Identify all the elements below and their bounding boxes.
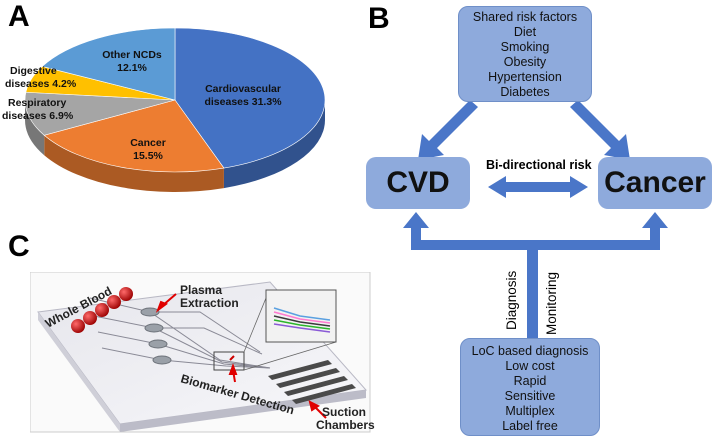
slice-cancer [43, 99, 225, 173]
label-cancer-line1: Cancer [130, 137, 166, 149]
slice-respiratory-side [25, 100, 45, 156]
cancer-box: Cancer [598, 157, 712, 209]
suction-label-line2: Chambers [316, 418, 375, 432]
label-other-line1: Other NCDs [102, 49, 162, 61]
risk-item-smoking: Smoking [500, 40, 550, 54]
cvd-box: CVD [366, 157, 470, 209]
risk-item-diet: Diet [513, 25, 537, 39]
risk-item-diabetes: Diabetes [500, 85, 550, 99]
bidirectional-label: Bi-directional risk [486, 158, 592, 172]
label-digestive-line2: diseases 4.2% [5, 78, 77, 90]
shared-risk-title: Shared risk factors [472, 10, 578, 24]
lab-on-chip-device: Whole Blood Plasma Extraction Biomarker … [30, 272, 375, 433]
loc-item-label-free: Label free [502, 419, 558, 433]
plasma-label-line2: Extraction [180, 296, 239, 310]
pie-labels: Cardiovascular diseases 31.3% Cancer 15.… [2, 49, 282, 162]
chip-side [38, 312, 120, 432]
arrow-stem [527, 250, 538, 338]
diagnosis-label: Diagnosis [504, 270, 519, 330]
label-digestive-line1: Digestive [10, 65, 57, 77]
pie-chart: Cardiovascular diseases 31.3% Cancer 15.… [2, 27, 326, 192]
suction-label-line1: Suction [322, 405, 366, 419]
label-respiratory-line2: diseases 6.9% [2, 110, 74, 122]
arrow-bidirectional [488, 176, 588, 198]
risk-item-obesity: Obesity [503, 55, 547, 69]
arrow-bracket [403, 212, 668, 250]
slice-other [41, 27, 176, 101]
risk-item-hypertension: Hypertension [488, 70, 562, 84]
panel-label-a: A [8, 0, 30, 33]
label-cancer-line2: 15.5% [133, 150, 163, 162]
monitoring-label: Monitoring [544, 271, 559, 335]
loc-title: LoC based diagnosis [471, 344, 589, 358]
cancer-label: Cancer [604, 166, 706, 199]
label-cardio-line2: diseases 31.3% [204, 96, 282, 108]
label-other-line2: 12.1% [117, 62, 147, 74]
panel-label-c: C [8, 230, 30, 263]
shared-risk-box: Shared risk factors Diet Smoking Obesity… [458, 6, 592, 102]
loc-item-low-cost: Low cost [505, 359, 555, 373]
pie-depth [25, 100, 325, 192]
loc-item-rapid: Rapid [513, 374, 547, 388]
slice-respiratory [24, 91, 176, 136]
pie-top [24, 27, 326, 173]
slice-cardiovascular-side [223, 100, 325, 189]
arrow-risk-to-cancer [570, 100, 630, 160]
plasma-label-line1: Plasma [180, 283, 222, 297]
arrow-risk-to-cvd [418, 100, 478, 160]
panel-label-b: B [368, 2, 390, 35]
slice-cardiovascular [174, 27, 326, 169]
label-respiratory-line1: Respiratory [8, 97, 67, 109]
label-cardio-line1: Cardiovascular [205, 83, 281, 95]
loc-item-multiplex: Multiplex [505, 404, 555, 418]
loc-item-sensitive: Sensitive [504, 389, 556, 403]
cvd-label: CVD [386, 166, 450, 199]
slice-cancer-side [44, 135, 224, 192]
loc-box: LoC based diagnosis Low cost Rapid Sensi… [460, 338, 600, 436]
